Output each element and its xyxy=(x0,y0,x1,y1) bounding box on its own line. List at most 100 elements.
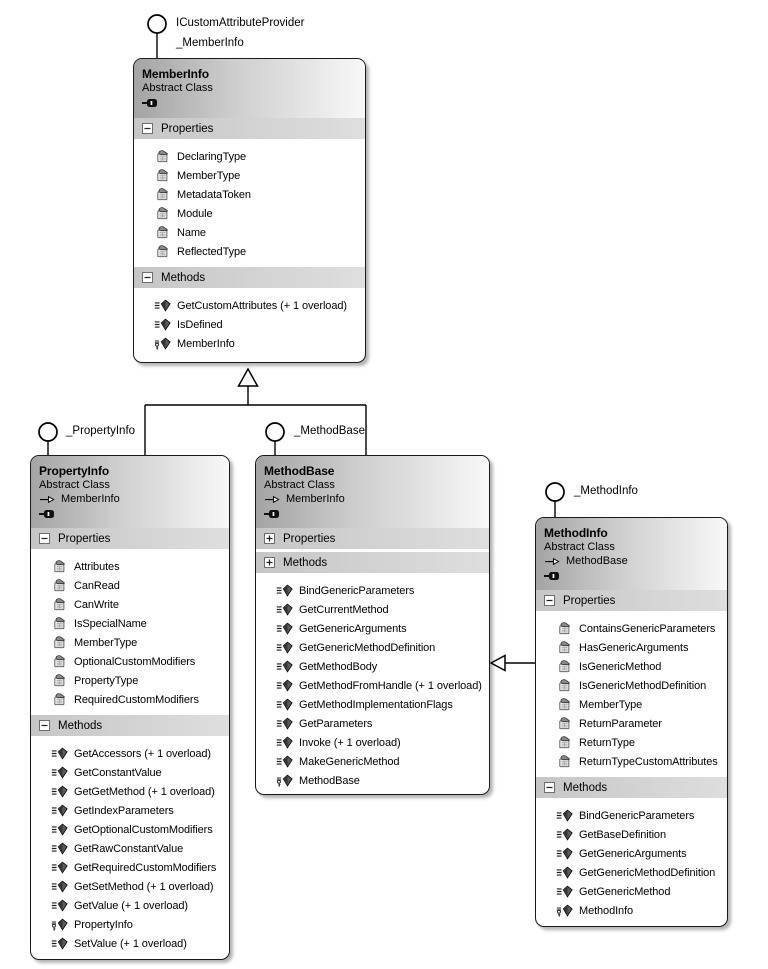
property-icon xyxy=(556,660,573,673)
collapse-chevron-icon[interactable] xyxy=(39,509,221,519)
member-item[interactable]: MemberType xyxy=(134,166,365,185)
member-item[interactable]: MemberType xyxy=(31,633,229,652)
method-icon xyxy=(51,823,68,836)
member-item[interactable]: GetBaseDefinition xyxy=(536,825,727,844)
member-item[interactable]: MetadataToken xyxy=(134,185,365,204)
member-item[interactable]: GetAccessors (+ 1 overload) xyxy=(31,744,229,763)
method-icon xyxy=(51,880,68,893)
minus-box-icon[interactable] xyxy=(39,720,50,731)
member-item[interactable]: BindGenericParameters xyxy=(256,581,489,600)
section-properties[interactable]: Properties xyxy=(134,118,365,139)
member-label: GetMethodFromHandle (+ 1 overload) xyxy=(299,679,482,692)
member-item[interactable]: OptionalCustomModifiers xyxy=(31,652,229,671)
class-memberinfo[interactable]: MemberInfo Abstract Class Properties Dec… xyxy=(133,58,366,363)
section-title: Methods xyxy=(161,271,206,284)
member-item[interactable]: GetGenericMethodDefinition xyxy=(536,863,727,882)
member-item[interactable]: MethodInfo xyxy=(536,901,727,920)
member-item[interactable]: ReturnType xyxy=(536,733,727,752)
member-item[interactable]: CanRead xyxy=(31,576,229,595)
class-methodbase[interactable]: MethodBase Abstract Class MemberInfo Pro… xyxy=(255,455,490,795)
member-item[interactable]: Attributes xyxy=(31,557,229,576)
minus-box-icon[interactable] xyxy=(142,123,153,134)
member-item[interactable]: GetMethodBody xyxy=(256,657,489,676)
member-label: MemberType xyxy=(579,698,643,711)
member-item[interactable]: GetOptionalCustomModifiers xyxy=(31,820,229,839)
method-icon xyxy=(556,847,573,860)
interface-lollipop-icon[interactable] xyxy=(265,422,285,442)
section-properties[interactable]: Properties xyxy=(536,590,727,611)
member-item[interactable]: IsSpecialName xyxy=(31,614,229,633)
member-item[interactable]: GetCurrentMethod xyxy=(256,600,489,619)
member-item[interactable]: Invoke (+ 1 overload) xyxy=(256,733,489,752)
member-item[interactable]: ReturnTypeCustomAttributes xyxy=(536,752,727,771)
minus-box-icon[interactable] xyxy=(142,272,153,283)
method-icon xyxy=(276,584,293,597)
inheritance-connector[interactable] xyxy=(144,386,367,456)
member-item[interactable]: ReflectedType xyxy=(134,242,365,261)
section-methods[interactable]: Methods xyxy=(536,777,727,798)
member-item[interactable]: GetGenericMethod xyxy=(536,882,727,901)
collapse-chevron-icon[interactable] xyxy=(544,571,719,581)
member-item[interactable]: GetGenericMethodDefinition xyxy=(256,638,489,657)
plus-box-icon[interactable] xyxy=(264,533,275,544)
member-item[interactable]: IsGenericMethodDefinition xyxy=(536,676,727,695)
class-header[interactable]: PropertyInfo Abstract Class MemberInfo xyxy=(31,456,229,528)
minus-box-icon[interactable] xyxy=(544,782,555,793)
section-title: Methods xyxy=(58,719,103,732)
minus-box-icon[interactable] xyxy=(544,595,555,606)
section-methods[interactable]: Methods xyxy=(31,715,229,736)
member-item[interactable]: MakeGenericMethod xyxy=(256,752,489,771)
member-item[interactable]: GetRawConstantValue xyxy=(31,839,229,858)
section-methods[interactable]: Methods xyxy=(134,267,365,288)
collapse-chevron-icon[interactable] xyxy=(142,98,357,108)
member-item[interactable]: CanWrite xyxy=(31,595,229,614)
member-item[interactable]: GetRequiredCustomModifiers xyxy=(31,858,229,877)
section-methods[interactable]: Methods xyxy=(256,552,489,573)
class-methodinfo[interactable]: MethodInfo Abstract Class MethodBase Pro… xyxy=(535,517,728,927)
method-icon xyxy=(276,641,293,654)
member-item[interactable]: GetSetMethod (+ 1 overload) xyxy=(31,877,229,896)
minus-box-icon[interactable] xyxy=(39,533,50,544)
interface-lollipop-icon[interactable] xyxy=(545,482,565,502)
member-item[interactable]: GetMethodImplementationFlags xyxy=(256,695,489,714)
member-item[interactable]: GetGetMethod (+ 1 overload) xyxy=(31,782,229,801)
inheritance-arrow-icon xyxy=(237,367,259,387)
member-item[interactable]: GetGenericArguments xyxy=(536,844,727,863)
member-item[interactable]: IsGenericMethod xyxy=(536,657,727,676)
class-header[interactable]: MethodBase Abstract Class MemberInfo xyxy=(256,456,489,528)
member-item[interactable]: GetValue (+ 1 overload) xyxy=(31,896,229,915)
member-item[interactable]: IsDefined xyxy=(134,315,365,334)
member-item[interactable]: ContainsGenericParameters xyxy=(536,619,727,638)
member-item[interactable]: GetParameters xyxy=(256,714,489,733)
section-properties[interactable]: Properties xyxy=(256,528,489,549)
member-item[interactable]: MethodBase xyxy=(256,771,489,790)
class-header[interactable]: MemberInfo Abstract Class xyxy=(134,59,365,118)
member-item[interactable]: GetIndexParameters xyxy=(31,801,229,820)
property-icon xyxy=(51,674,68,687)
member-item[interactable]: PropertyType xyxy=(31,671,229,690)
interface-lollipop-icon[interactable] xyxy=(147,14,167,34)
member-item[interactable]: MemberType xyxy=(536,695,727,714)
method-icon xyxy=(276,755,293,768)
class-header[interactable]: MethodInfo Abstract Class MethodBase xyxy=(536,518,727,590)
member-item[interactable]: Module xyxy=(134,204,365,223)
member-item[interactable]: GetConstantValue xyxy=(31,763,229,782)
member-item[interactable]: Name xyxy=(134,223,365,242)
member-item[interactable]: HasGenericArguments xyxy=(536,638,727,657)
member-item[interactable]: DeclaringType xyxy=(134,147,365,166)
section-properties[interactable]: Properties xyxy=(31,528,229,549)
member-item[interactable]: MemberInfo xyxy=(134,334,365,353)
class-propertyinfo[interactable]: PropertyInfo Abstract Class MemberInfo P… xyxy=(30,455,230,960)
member-item[interactable]: RequiredCustomModifiers xyxy=(31,690,229,709)
member-item[interactable]: GetGenericArguments xyxy=(256,619,489,638)
member-item[interactable]: SetValue (+ 1 overload) xyxy=(31,934,229,953)
member-item[interactable]: ReturnParameter xyxy=(536,714,727,733)
protected-method-icon xyxy=(276,774,293,787)
member-item[interactable]: GetMethodFromHandle (+ 1 overload) xyxy=(256,676,489,695)
member-item[interactable]: GetCustomAttributes (+ 1 overload) xyxy=(134,296,365,315)
interface-lollipop-icon[interactable] xyxy=(38,422,58,442)
collapse-chevron-icon[interactable] xyxy=(264,509,481,519)
plus-box-icon[interactable] xyxy=(264,557,275,568)
member-item[interactable]: PropertyInfo xyxy=(31,915,229,934)
member-item[interactable]: BindGenericParameters xyxy=(536,806,727,825)
